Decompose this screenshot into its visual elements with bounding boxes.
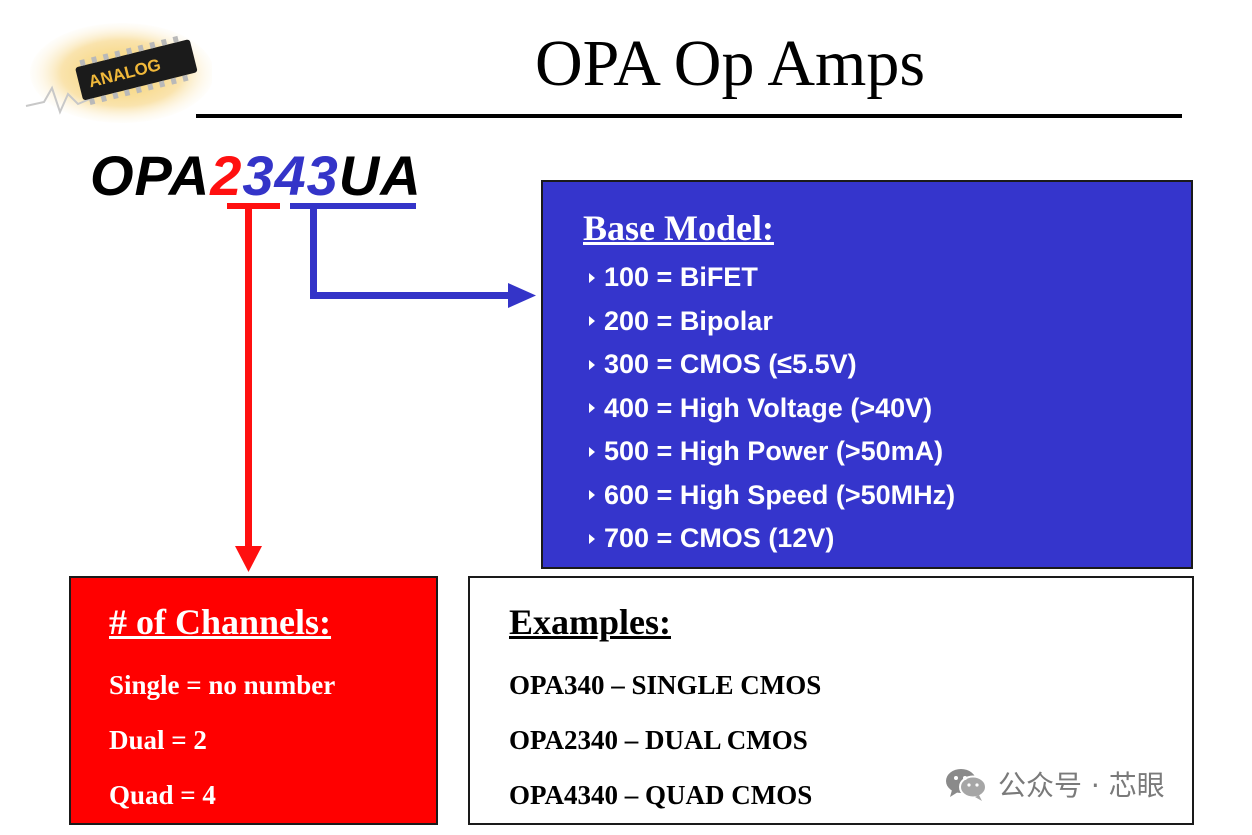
watermark-text: 公众号 · 芯眼	[998, 769, 1165, 802]
title-underline	[196, 114, 1182, 118]
list-item-text: 600 = High Speed (>50MHz)	[604, 479, 956, 510]
channel-arrow	[227, 203, 280, 572]
part-suffix: UA	[338, 144, 422, 207]
list-item: 500 = High Power (>50mA)	[583, 430, 1191, 474]
channels-heading: # of Channels:	[109, 602, 332, 642]
list-item: 200 = Bipolar	[583, 300, 1191, 344]
part-prefix: OPA	[90, 144, 211, 207]
bullet-arrow-icon	[589, 403, 595, 414]
bullet-arrow-icon	[589, 446, 595, 457]
bullet-arrow-icon	[589, 316, 595, 327]
part-base-model: 343	[242, 144, 339, 207]
channels-box: # of Channels: Single = no number Dual =…	[69, 576, 438, 825]
watermark: 公众号 · 芯眼	[944, 764, 1165, 804]
list-item: 400 = High Voltage (>40V)	[583, 387, 1191, 431]
list-item: OPA340 – SINGLE CMOS	[509, 670, 822, 700]
list-item: 100 = BiFET	[583, 256, 1191, 300]
list-item: Quad = 4	[109, 780, 216, 810]
bullet-arrow-icon	[589, 272, 595, 283]
examples-box: Examples: OPA340 – SINGLE CMOS OPA2340 –…	[468, 576, 1194, 825]
part-number: OPA2343UA	[90, 142, 422, 210]
list-item-text: 400 = High Voltage (>40V)	[604, 392, 933, 423]
list-item-text: 700 = CMOS (12V)	[604, 523, 835, 554]
analog-chip-logo: ANALOG	[25, 23, 212, 123]
list-item: 700 = CMOS (12V)	[583, 517, 1191, 561]
list-item-text: 200 = Bipolar	[604, 305, 773, 336]
list-item-text: 100 = BiFET	[604, 262, 758, 293]
list-item-text: 300 = CMOS (≤5.5V)	[604, 349, 857, 380]
list-item: OPA4340 – QUAD CMOS	[509, 780, 813, 810]
wechat-icon	[946, 769, 987, 801]
base-model-arrow	[290, 203, 536, 308]
list-item: OPA2340 – DUAL CMOS	[509, 725, 808, 755]
bullet-arrow-icon	[589, 490, 595, 501]
base-model-heading: Base Model:	[583, 208, 774, 248]
part-channel-digit: 2	[210, 144, 243, 207]
list-item: 600 = High Speed (>50MHz)	[583, 474, 1191, 518]
list-item: 300 = CMOS (≤5.5V)	[583, 343, 1191, 387]
list-item: Single = no number	[109, 670, 336, 700]
list-item: Dual = 2	[109, 725, 207, 755]
base-model-list: 100 = BiFET 200 = Bipolar 300 = CMOS (≤5…	[583, 256, 1191, 561]
page-title: OPA Op Amps	[534, 27, 926, 100]
list-item-text: 500 = High Power (>50mA)	[604, 436, 944, 467]
bullet-arrow-icon	[589, 533, 595, 544]
bullet-arrow-icon	[589, 359, 595, 370]
examples-heading: Examples:	[509, 602, 671, 642]
base-model-box: Base Model: 100 = BiFET 200 = Bipolar 30…	[541, 180, 1193, 569]
